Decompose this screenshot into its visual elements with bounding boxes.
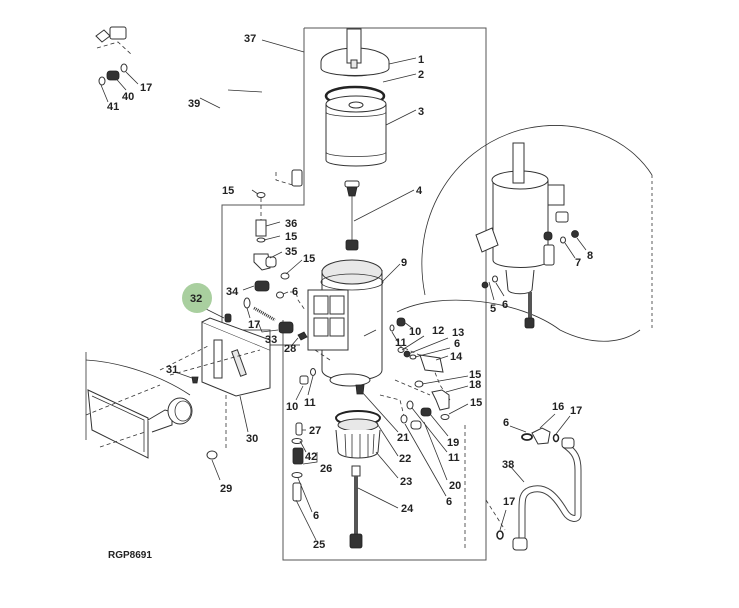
callout-23[interactable]: 23	[400, 476, 412, 488]
callout-17-right-a[interactable]: 17	[570, 405, 582, 417]
callout-19[interactable]: 19	[447, 437, 459, 449]
detail-view-circle	[396, 125, 653, 342]
filter-housing-9	[307, 259, 384, 387]
callout-16[interactable]: 16	[552, 401, 564, 413]
callout-6-left[interactable]: 6	[292, 286, 298, 298]
fitting-group-top-left	[98, 63, 128, 86]
drain-bowl-group	[335, 384, 381, 549]
callout-6-right[interactable]: 6	[454, 338, 460, 350]
callout-26[interactable]: 26	[320, 463, 332, 475]
callout-40[interactable]: 40	[122, 91, 134, 103]
callout-6-right-b[interactable]: 6	[446, 496, 452, 508]
return-hose-38	[496, 427, 582, 551]
callout-32[interactable]: 32	[190, 293, 202, 305]
callout-36[interactable]: 36	[285, 218, 297, 230]
callout-15-right-b[interactable]: 15	[470, 397, 482, 409]
drain-valve-group	[291, 368, 316, 502]
callout-28[interactable]: 28	[284, 343, 296, 355]
detail-view-assembly	[475, 142, 579, 329]
callout-3[interactable]: 3	[418, 106, 424, 118]
callout-21[interactable]: 21	[397, 432, 409, 444]
fuel-line-39	[95, 26, 303, 187]
callout-14[interactable]: 14	[450, 351, 463, 363]
callout-1[interactable]: 1	[418, 54, 424, 66]
callout-27[interactable]: 27	[309, 425, 321, 437]
callout-10-right[interactable]: 10	[409, 326, 421, 338]
callout-17-right-b[interactable]: 17	[503, 496, 515, 508]
reference-code: RGP8691	[108, 550, 152, 561]
callout-17-top[interactable]: 17	[140, 82, 152, 94]
callout-11-right[interactable]: 11	[395, 337, 407, 349]
callout-38[interactable]: 38	[502, 459, 514, 471]
callout-12[interactable]: 12	[432, 325, 444, 337]
callout-33[interactable]: 33	[265, 334, 277, 346]
filter-cap-1	[320, 28, 390, 77]
callout-15-b[interactable]: 15	[285, 231, 297, 243]
callout-6-detail[interactable]: 6	[502, 299, 508, 311]
callout-24[interactable]: 24	[401, 503, 414, 515]
callout-8[interactable]: 8	[587, 250, 593, 262]
callout-11-right-b[interactable]: 11	[448, 452, 460, 464]
callout-17-left[interactable]: 17	[248, 319, 260, 331]
air-intake-housing	[85, 352, 193, 459]
callout-15-c[interactable]: 15	[303, 253, 315, 265]
callout-41[interactable]: 41	[107, 101, 119, 113]
callout-39[interactable]: 39	[188, 98, 200, 110]
callout-4[interactable]: 4	[416, 185, 423, 197]
assembly-frame	[221, 27, 487, 561]
callout-15-a[interactable]: 15	[222, 185, 234, 197]
inlet-fitting-group	[243, 172, 308, 341]
callout-labels: 37 1 2 3 4 9 5 6 7 8 39 17 40 41 15 36 1…	[107, 33, 593, 561]
filter-element-3	[325, 95, 387, 167]
callout-29[interactable]: 29	[220, 483, 232, 495]
callout-37[interactable]: 37	[244, 33, 256, 45]
callout-6-hose[interactable]: 6	[503, 417, 509, 429]
callout-15-right-a[interactable]: 15	[469, 369, 481, 381]
callout-18[interactable]: 18	[469, 379, 481, 391]
callout-35[interactable]: 35	[285, 246, 297, 258]
callout-31[interactable]: 31	[166, 364, 178, 376]
leader-lines	[100, 39, 587, 541]
callout-42[interactable]: 42	[305, 451, 317, 463]
callout-9[interactable]: 9	[401, 257, 407, 269]
callout-20[interactable]: 20	[449, 480, 461, 492]
callout-25[interactable]: 25	[313, 539, 325, 551]
callout-22[interactable]: 22	[399, 453, 411, 465]
callout-7[interactable]: 7	[575, 257, 581, 269]
callout-30[interactable]: 30	[246, 433, 258, 445]
callout-10-left[interactable]: 10	[286, 401, 298, 413]
vent-plug-4	[344, 180, 360, 251]
callout-11-left[interactable]: 11	[304, 397, 316, 409]
callout-5[interactable]: 5	[490, 303, 496, 315]
callout-34[interactable]: 34	[226, 286, 239, 298]
leader-dash-lines	[85, 344, 506, 550]
callout-2[interactable]: 2	[418, 69, 424, 81]
highlighted-callout-circle[interactable]	[182, 283, 212, 313]
callout-6-bottom[interactable]: 6	[313, 510, 319, 522]
mounting-bracket-30	[191, 313, 271, 460]
callout-13[interactable]: 13	[452, 327, 464, 339]
